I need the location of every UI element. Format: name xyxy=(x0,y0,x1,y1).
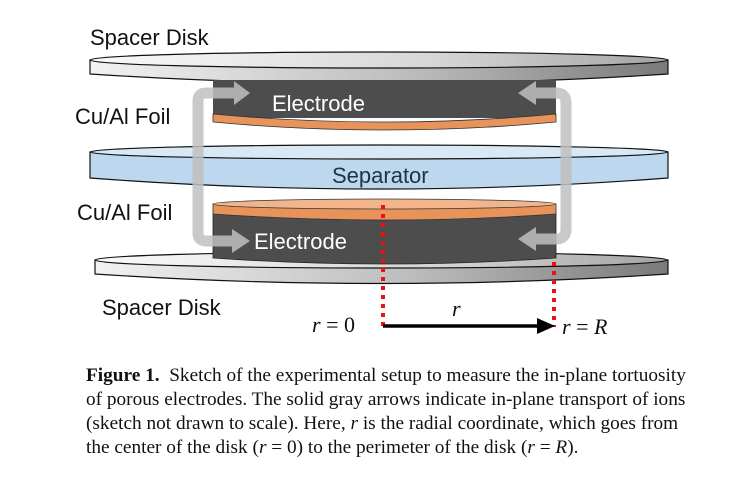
caption-var-R: R xyxy=(555,437,568,458)
label-r-equals-R: r = R xyxy=(562,314,608,339)
label-r-equals-zero: r = 0 xyxy=(312,312,355,337)
label-spacer-disk-top: Spacer Disk xyxy=(90,25,210,50)
caption-var-r: r xyxy=(527,437,535,458)
label-spacer-disk-bottom: Spacer Disk xyxy=(102,295,222,320)
radial-coordinate-arrow xyxy=(383,318,555,334)
label-electrode-bottom: Electrode xyxy=(254,229,347,254)
caption-text: = xyxy=(534,437,556,458)
caption-line-4: the center of the disk (r = 0) to the pe… xyxy=(86,436,686,460)
label-separator: Separator xyxy=(332,163,429,188)
spacer-disk-top xyxy=(89,51,669,85)
electrode-bottom xyxy=(212,198,557,265)
caption-var-r: r xyxy=(350,413,358,434)
caption-line-3: (sketch not drawn to scale). Here, r is … xyxy=(86,412,686,436)
caption-text: ). xyxy=(567,437,579,458)
electrode-top xyxy=(212,80,557,131)
caption-line-1: Figure 1. Sketch of the experimental set… xyxy=(86,364,686,388)
cell-setup-diagram: Spacer Disk Cu/Al Foil Electrode Separat… xyxy=(75,25,669,339)
ion-transport-arrow-left xyxy=(192,81,250,253)
figure-caption: Figure 1. Sketch of the experimental set… xyxy=(86,364,686,460)
caption-label: Figure 1. xyxy=(86,365,160,386)
label-foil-bottom: Cu/Al Foil xyxy=(77,200,172,225)
caption-text: (sketch not drawn to scale). Here, xyxy=(86,413,351,434)
caption-text: is the radial coordinate, which goes fro… xyxy=(358,413,679,434)
label-foil-top: Cu/Al Foil xyxy=(75,104,170,129)
caption-text: Sketch of the experimental setup to meas… xyxy=(169,365,686,386)
caption-line-2: of porous electrodes. The solid gray arr… xyxy=(86,389,686,410)
label-electrode-top: Electrode xyxy=(272,91,365,116)
separator xyxy=(89,144,669,190)
caption-var-r: r xyxy=(258,437,267,458)
ion-transport-arrow-right xyxy=(518,81,572,251)
caption-text: the center of the disk ( xyxy=(86,437,259,458)
label-r-arrow: r xyxy=(452,296,461,321)
caption-text: = 0) to the perimeter of the disk ( xyxy=(266,437,528,458)
